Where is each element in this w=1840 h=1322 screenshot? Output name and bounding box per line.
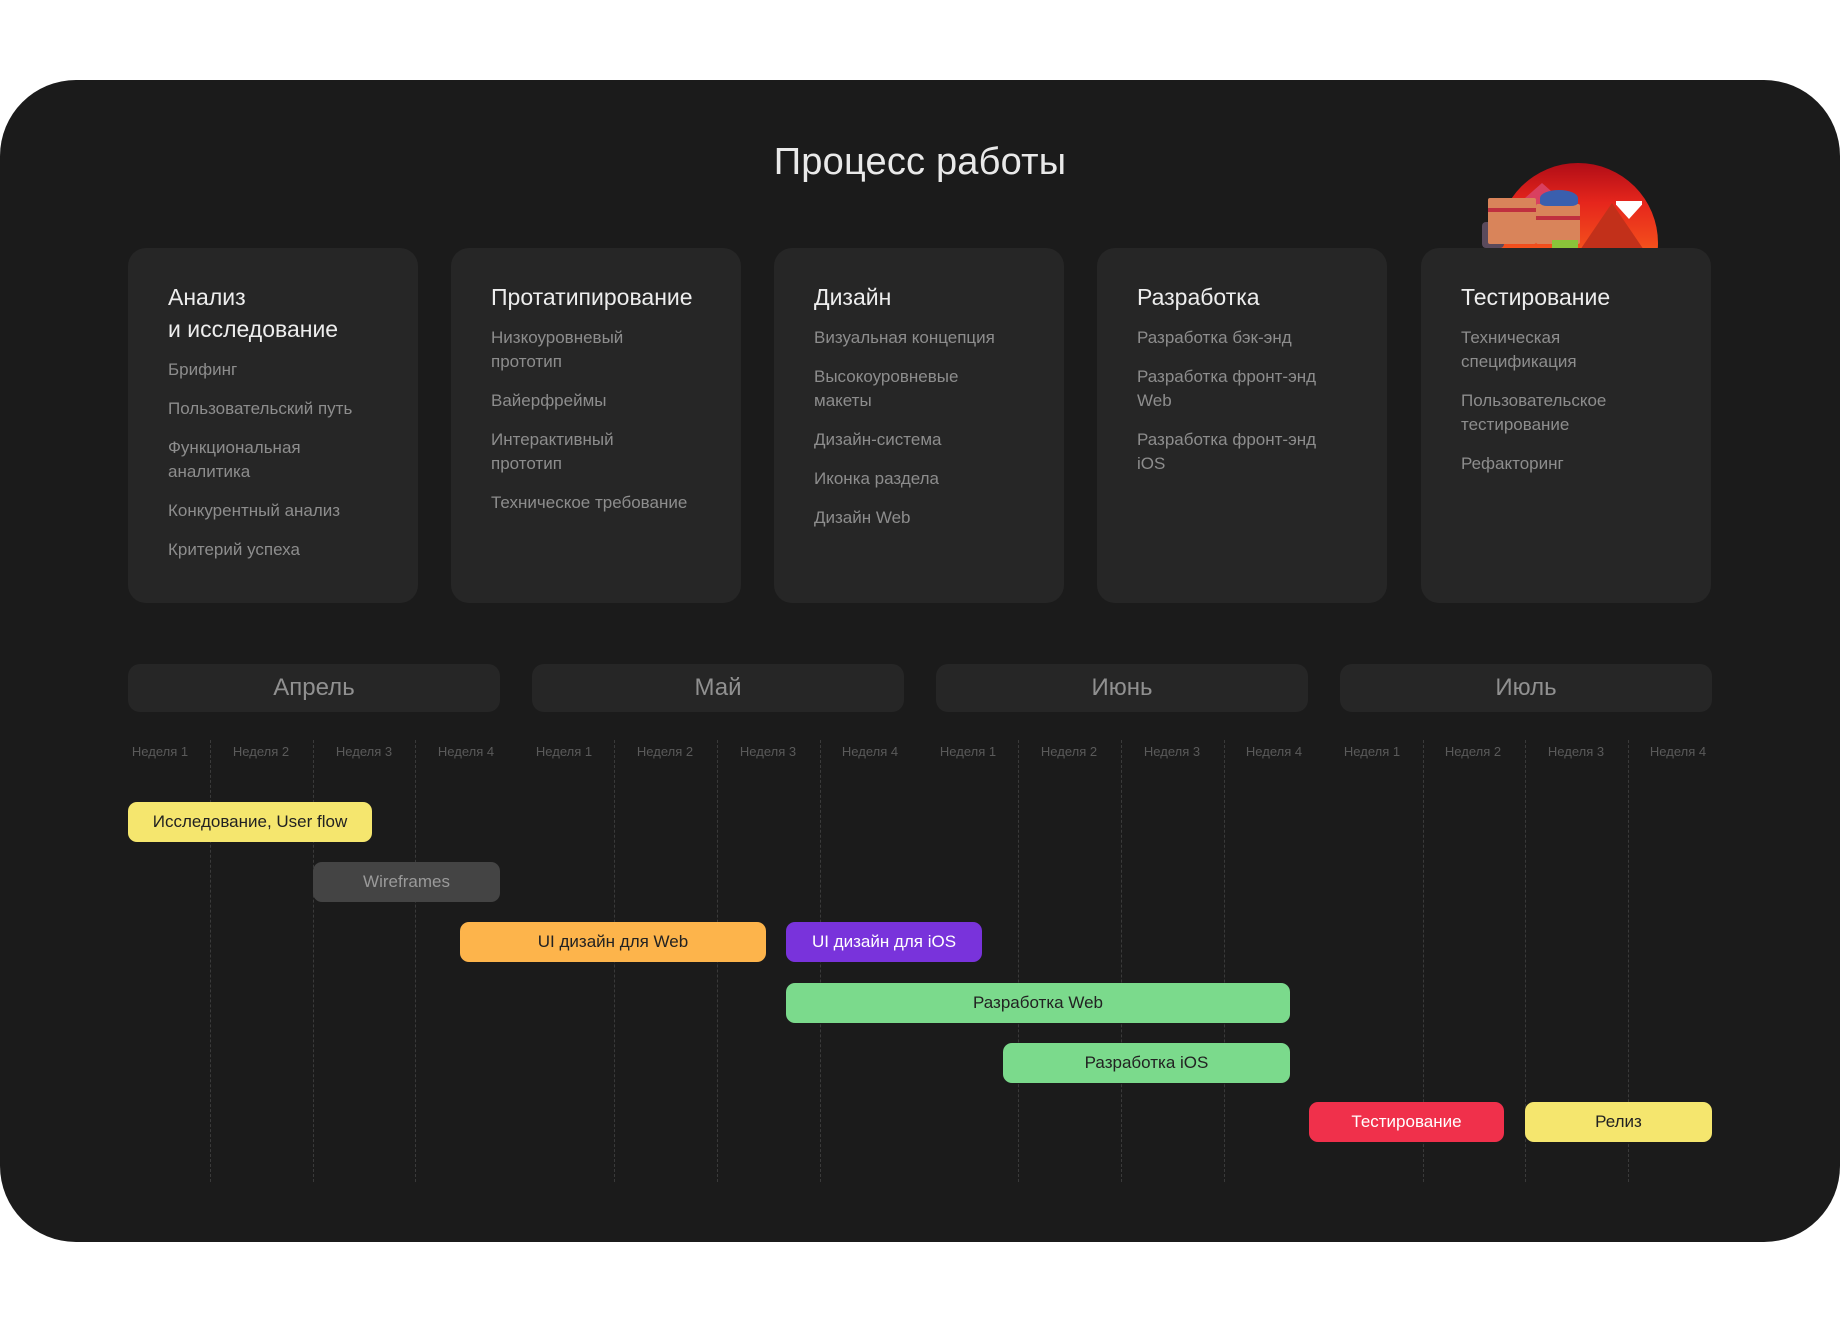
hat-icon (1540, 190, 1578, 206)
week-label: Неделя 2 (232, 744, 290, 759)
card-item: Разработка фронт-энд Web (1137, 367, 1317, 410)
month-june: Июнь (936, 664, 1308, 712)
week-divider (1423, 740, 1424, 1182)
card-item: Пользовательское тестирование (1461, 391, 1607, 434)
week-label: Неделя 3 (1547, 744, 1605, 759)
week-divider (1121, 740, 1122, 1182)
week-label: Неделя 1 (939, 744, 997, 759)
week-label: Неделя 1 (1343, 744, 1401, 759)
week-label: Неделя 2 (636, 744, 694, 759)
task-bar-ui-ios[interactable]: UI дизайн для iOS (786, 922, 982, 962)
task-bar-release[interactable]: Релиз (1525, 1102, 1712, 1142)
card-item: Дизайн Web (814, 508, 911, 527)
month-july: Июль (1340, 664, 1712, 712)
card-item: Конкурентный анализ (168, 501, 341, 520)
week-divider (1525, 740, 1526, 1182)
week-divider (1224, 740, 1225, 1182)
page-title: Процесс работы (773, 141, 1067, 183)
week-label: Неделя 3 (739, 744, 797, 759)
stage-card-analysis: Анализ и исследование Брифинг Пользовате… (128, 248, 418, 603)
sunset-boxes-illustration-icon (1470, 160, 1670, 250)
card-title: Дизайн (814, 284, 892, 310)
week-label: Неделя 4 (841, 744, 899, 759)
card-title: Протатипирование (491, 284, 693, 310)
week-label: Неделя 4 (437, 744, 495, 759)
card-item: Критерий успеха (168, 540, 300, 559)
week-label: Неделя 1 (131, 744, 189, 759)
card-item: Брифинг (168, 360, 238, 379)
week-divider (210, 740, 211, 1182)
card-item: Пользовательский путь (168, 399, 353, 418)
card-item: Иконка раздела (814, 469, 940, 488)
card-item: Техническая спецификация (1461, 328, 1577, 371)
week-divider (1628, 740, 1629, 1182)
card-title: Тестирование (1461, 284, 1611, 310)
card-item: Разработка бэк-энд (1137, 328, 1292, 347)
month-may: Май (532, 664, 904, 712)
week-divider (1018, 740, 1019, 1182)
stage-card-design: Дизайн Визуальная концепция Высокоуровне… (774, 248, 1064, 603)
card-title: Анализ и исследование (168, 284, 339, 342)
week-label: Неделя 1 (535, 744, 593, 759)
card-item: Разработка фронт-энд iOS (1137, 430, 1317, 473)
week-label: Неделя 2 (1040, 744, 1098, 759)
task-bar-research[interactable]: Исследование, User flow (128, 802, 372, 842)
task-bar-dev-ios[interactable]: Разработка iOS (1003, 1043, 1290, 1083)
week-label: Неделя 3 (335, 744, 393, 759)
card-item: Высокоуровневые макеты (814, 367, 959, 410)
stage-card-development: Разработка Разработка бэк-энд Разработка… (1097, 248, 1387, 603)
card-item: Низкоуровневый прототип (491, 328, 624, 371)
week-divider (313, 740, 314, 1182)
card-item: Дизайн-система (814, 430, 942, 449)
task-bar-wireframes[interactable]: Wireframes (313, 862, 500, 902)
card-item: Визуальная концепция (814, 328, 995, 347)
week-label: Неделя 4 (1649, 744, 1707, 759)
card-item: Функциональная аналитика (168, 438, 301, 481)
month-april: Апрель (128, 664, 500, 712)
card-item: Интерактивный прототип (491, 430, 614, 473)
box-character-icon (1488, 198, 1536, 244)
task-bar-testing[interactable]: Тестирование (1309, 1102, 1504, 1142)
card-title: Разработка (1137, 284, 1260, 310)
scarf-icon (1552, 240, 1578, 248)
card-item: Рефакторинг (1461, 454, 1564, 473)
card-item: Вайерфреймы (491, 391, 607, 410)
box-character-icon (1536, 204, 1580, 244)
week-label: Неделя 2 (1444, 744, 1502, 759)
card-item: Техническое требование (491, 493, 688, 512)
task-bar-ui-web[interactable]: UI дизайн для Web (460, 922, 766, 962)
week-label: Неделя 3 (1143, 744, 1201, 759)
week-label: Неделя 4 (1245, 744, 1303, 759)
task-bar-dev-web[interactable]: Разработка Web (786, 983, 1290, 1023)
week-divider (415, 740, 416, 1182)
stage-card-testing: Тестирование Техническая спецификация По… (1421, 248, 1711, 603)
stage-card-prototyping: Протатипирование Низкоуровневый прототип… (451, 248, 741, 603)
